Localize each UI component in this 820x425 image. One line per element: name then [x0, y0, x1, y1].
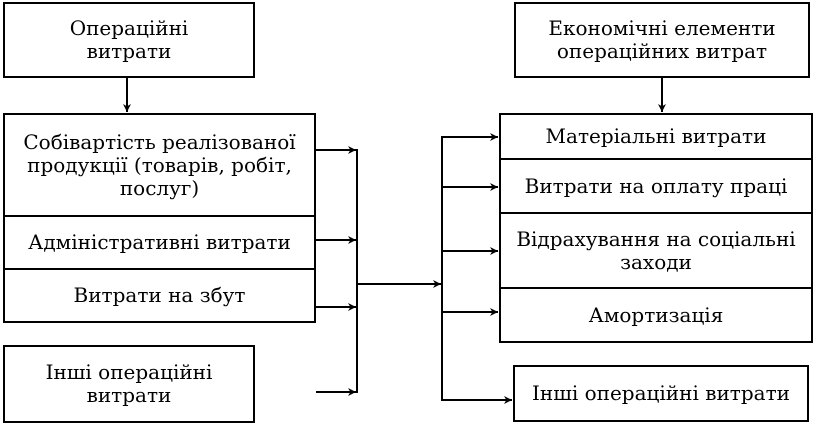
labor-costs-text: Витрати на оплату праці — [524, 173, 788, 198]
right-other-box: Інші операційні витрати — [513, 365, 809, 422]
depreciation-box: Амортизація — [499, 289, 813, 343]
cost-of-sales-box: Собівартість реалізованої продукції (тов… — [3, 113, 316, 217]
administrative-costs-box: Адміністративні витрати — [3, 217, 316, 270]
material-costs-box: Матеріальні витрати — [499, 113, 813, 160]
social-contributions-text: Відрахування на соціальні заходи — [516, 226, 796, 274]
left-other-text: Інші операційні витрати — [45, 360, 213, 407]
sales-costs-text: Витрати на збут — [73, 283, 246, 307]
right-header-text: Економічні елементи операційних витрат — [548, 16, 776, 63]
cost-of-sales-text: Собівартість реалізованої продукції (тов… — [23, 129, 296, 200]
labor-costs-box: Витрати на оплату праці — [499, 160, 813, 214]
left-other-box: Інші операційні витрати — [3, 345, 255, 423]
social-contributions-box: Відрахування на соціальні заходи — [499, 214, 813, 289]
material-costs-text: Матеріальні витрати — [545, 124, 767, 148]
administrative-costs-text: Адміністративні витрати — [28, 230, 291, 254]
left-header-box: Операційні витрати — [3, 2, 255, 78]
right-header-box: Економічні елементи операційних витрат — [514, 2, 810, 78]
left-header-text: Операційні витрати — [69, 16, 189, 63]
depreciation-text: Амортизація — [588, 302, 724, 327]
sales-costs-box: Витрати на збут — [3, 270, 316, 323]
right-other-text: Інші операційні витрати — [532, 381, 790, 405]
